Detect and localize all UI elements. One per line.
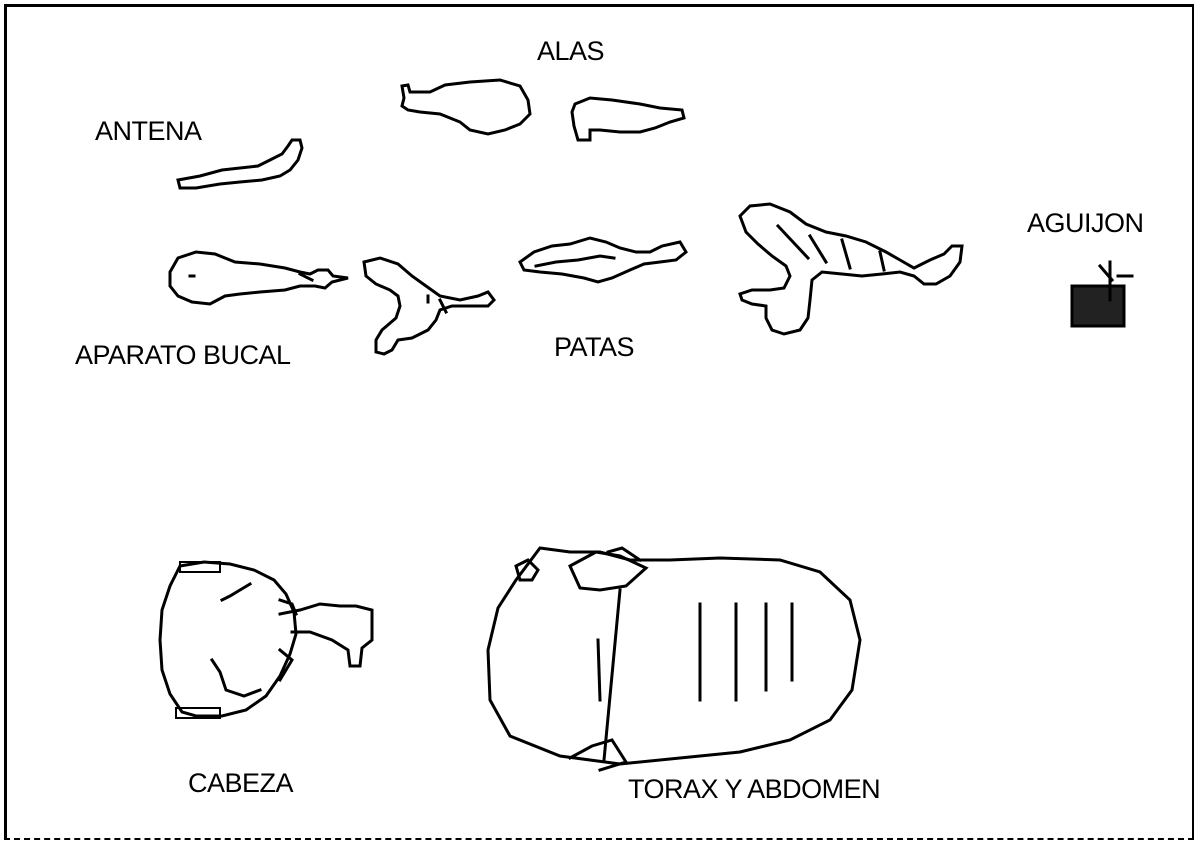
leg-1	[364, 258, 494, 354]
stinger	[1072, 262, 1132, 326]
thorax-abdomen	[488, 548, 860, 770]
label-alas: ALAS	[537, 38, 604, 65]
label-antena: ANTENA	[95, 118, 202, 145]
head	[160, 562, 372, 718]
leg-2	[520, 238, 686, 282]
label-cabeza: CABEZA	[188, 770, 293, 797]
mouthparts	[170, 252, 348, 304]
label-aparato-bucal: APARATO BUCAL	[75, 342, 291, 369]
antenna	[178, 140, 302, 188]
label-torax-abdomen: TORAX Y ABDOMEN	[628, 776, 880, 803]
label-aguijon: AGUIJON	[1027, 210, 1144, 237]
leg-3	[740, 204, 962, 334]
label-patas: PATAS	[554, 334, 634, 361]
wing-right	[572, 98, 684, 140]
wing-left	[402, 80, 530, 134]
